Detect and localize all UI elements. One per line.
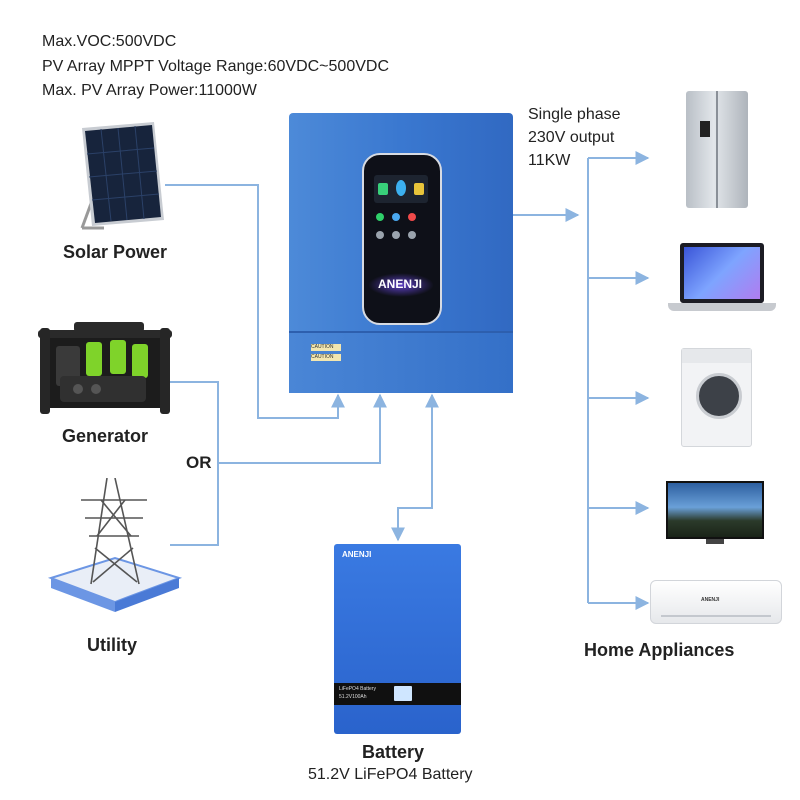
spec-max-voc: Max.VOC:500VDC [42,33,177,50]
battery-brand: ANENJI [342,550,372,559]
spec-max-pv-power: Max. PV Array Power:11000W [42,82,257,99]
inverter-buttons [376,213,428,243]
inverter-warning-label-1: CAUTION [311,344,341,351]
refrigerator-icon [686,91,748,208]
battery-title: Battery [362,742,425,762]
solar-panel-icon [80,122,164,230]
solar-line [165,184,345,419]
inverter: ANENJI CAUTION CAUTION [289,113,513,393]
ac-brand: ANENJI [701,597,720,603]
home-appliances-label: Home Appliances [584,640,735,660]
television-icon [666,481,766,545]
spec-mppt-range: PV Array MPPT Voltage Range:60VDC~500VDC [42,58,389,75]
battery-panel-line2: 51.2V100Ah [339,694,367,700]
inverter-brand: ANENJI [377,277,422,291]
laptop-icon [668,243,778,315]
generator-label: Generator [62,426,149,446]
output-phase: Single phase [528,106,621,123]
inverter-display-panel: ANENJI [362,153,442,325]
generator-icon [38,322,172,414]
battery-panel-line1: LiFePO4 Battery [339,686,376,692]
utility-label: Utility [87,635,138,655]
battery-panel: LiFePO4 Battery 51.2V100Ah [334,683,461,705]
output-power: 11KW [528,152,571,169]
or-label: OR [186,453,212,472]
air-conditioner-icon: ANENJI [650,580,782,624]
washing-machine-icon [681,348,752,447]
or-line [218,393,387,464]
battery-lcd-screen [394,686,412,701]
inverter-lcd-screen [374,175,428,203]
battery-unit: ANENJI LiFePO4 Battery 51.2V100Ah [334,544,461,734]
solar-label: Solar Power [63,242,168,262]
output-voltage: 230V output [528,129,615,146]
inverter-warning-label-2: CAUTION [311,354,341,361]
battery-line [391,393,439,542]
battery-subtitle: 51.2V LiFePO4 Battery [308,766,473,783]
utility-tower-icon [47,478,183,612]
